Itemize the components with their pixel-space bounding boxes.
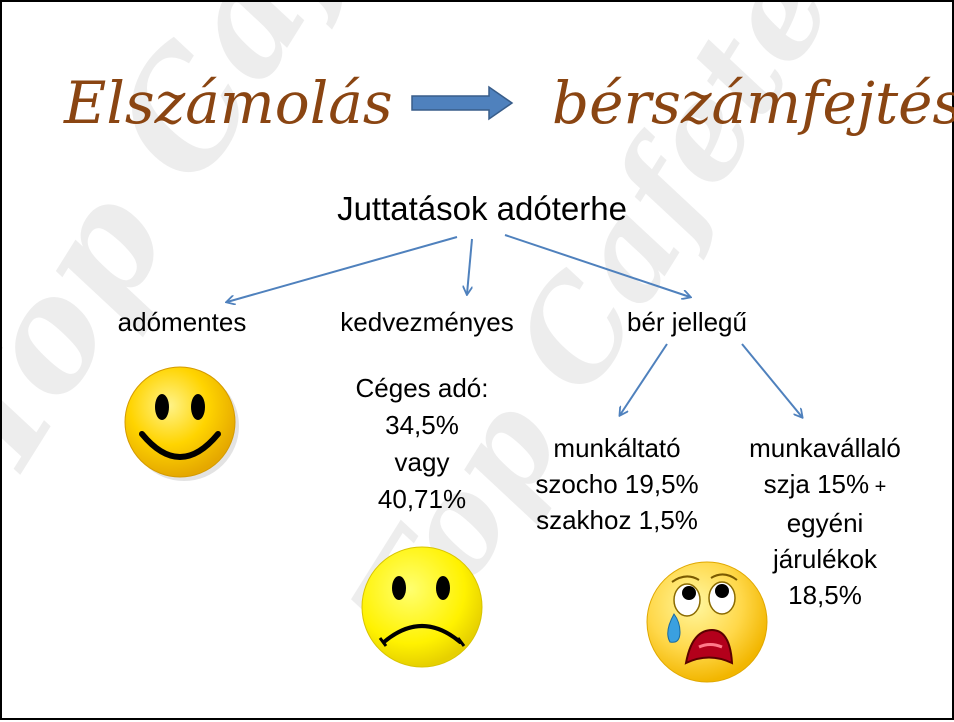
munkavallalo-szja: szja 15% + bbox=[720, 466, 930, 505]
branch-kedvezmenyes: kedvezményes bbox=[340, 307, 514, 337]
title-right: bérszámfejtés bbox=[552, 69, 954, 137]
munkavallalo-block: munkavállaló szja 15% + egyéni járulékok… bbox=[720, 430, 930, 613]
szja-text: szja 15% bbox=[763, 469, 870, 499]
munkavallalo-line: egyéni bbox=[786, 508, 864, 538]
munkaltato-label: munkáltató bbox=[553, 433, 681, 463]
munkavallalo-line: 18,5% bbox=[788, 580, 862, 610]
detail-line: 34,5% bbox=[385, 410, 459, 440]
title-left: Elszámolás bbox=[64, 69, 393, 137]
szja-plus: + bbox=[869, 476, 887, 498]
munkaltato-line: szocho 19,5% bbox=[535, 469, 699, 499]
munkavallalo-label: munkavállaló bbox=[749, 433, 901, 463]
detail-line: 40,71% bbox=[377, 484, 467, 514]
detail-line: Céges adó: bbox=[355, 373, 489, 403]
branch-adomentes: adómentes bbox=[117, 307, 247, 337]
munkaltato-line: szakhoz 1,5% bbox=[536, 505, 698, 535]
branch-ber-jellegu: bér jellegű bbox=[627, 307, 747, 337]
detail-line: vagy bbox=[394, 447, 450, 477]
munkaltato-block: munkáltató szocho 19,5% szakhoz 1,5% bbox=[512, 430, 722, 538]
root-label: Juttatások adóterhe bbox=[337, 190, 627, 227]
munkavallalo-line: járulékok bbox=[772, 544, 878, 574]
kedvezmenyes-detail: Céges adó: 34,5% vagy 40,71% bbox=[332, 370, 512, 518]
